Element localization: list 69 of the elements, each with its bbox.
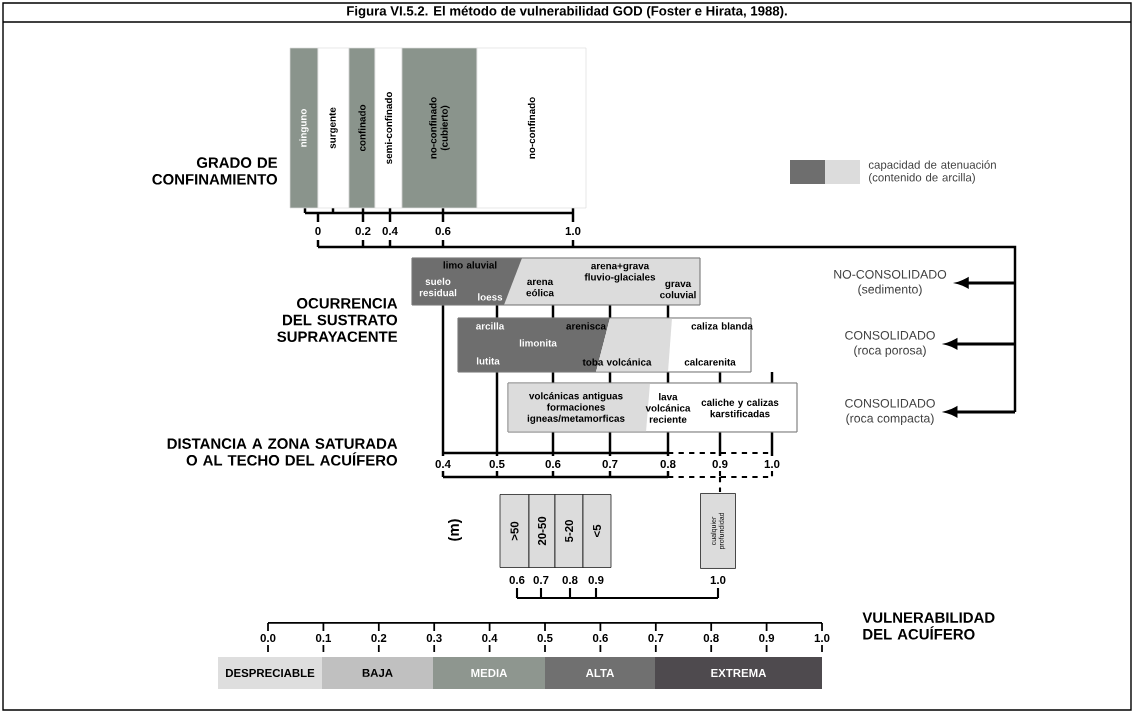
rock-label: arena eólica xyxy=(526,279,554,297)
category-cell: semi-confinado xyxy=(374,47,403,209)
tick-label: 0.2 xyxy=(354,225,372,237)
rock-label: caliche y calizas karstificadas xyxy=(701,398,779,418)
rock-label: grava coluvial xyxy=(660,281,696,299)
tick-label: 0.4 xyxy=(381,225,399,237)
title-bar: Figura VI.5.2. El método de vulnerabilidad GOD (Foster e Hirata, 1988). xyxy=(2,5,1132,23)
axis-title: VULNERABILIDAD DEL ACUÍFERO xyxy=(862,612,995,640)
tick-label: 0.4 xyxy=(480,632,499,644)
rock-label: lava volcánica reciente xyxy=(645,393,691,423)
section-heading: DISTANCIA A ZONA SATURADA O AL TECHO DEL ACUÍFERO xyxy=(167,438,398,466)
rock-label: arenisca xyxy=(566,322,607,330)
arrow xyxy=(945,406,1015,418)
rock-label: calcarenita xyxy=(684,358,736,366)
arrow xyxy=(945,338,1015,350)
tick-label: 1.0 xyxy=(564,225,582,237)
tick-label: 0.6 xyxy=(544,458,562,470)
class-band: BAJA xyxy=(322,657,433,689)
tick-label: 0.7 xyxy=(601,458,619,470)
class-band: DESPRECIABLE xyxy=(218,657,322,689)
tick-label: 0.8 xyxy=(659,458,677,470)
rock-label: volcánicas antiguas formaciones igneas/metamorficas xyxy=(527,392,625,424)
category-label: CONSOLIDADO (roca compacta) xyxy=(845,398,935,426)
tick-label: 0.5 xyxy=(536,632,554,644)
rock-label: caliza blanda xyxy=(691,322,753,330)
tick-label: 0.6 xyxy=(591,632,610,644)
tick-label: 1.0 xyxy=(813,632,831,644)
class-band: ALTA xyxy=(545,657,655,689)
rock-label: loess xyxy=(478,293,503,301)
tick-label: 0.9 xyxy=(711,458,729,470)
depth-box: 20-50 xyxy=(528,494,556,568)
category-label: CONSOLIDADO (roca porosa) xyxy=(845,330,935,358)
tick-label: 0.1 xyxy=(314,632,333,644)
rock-label: limonita xyxy=(519,339,557,347)
category-cell: surgente xyxy=(317,47,350,209)
category-cell: no-confinado (cubierto) xyxy=(401,47,478,209)
tick-label: 0.6 xyxy=(508,574,526,586)
tick-label: 0.8 xyxy=(702,632,721,644)
category-cell: confinado xyxy=(348,47,376,209)
tick-label: 0.0 xyxy=(259,632,277,644)
rock-label: arena+grava fluvio-glaciales xyxy=(584,263,656,283)
tick-label: 0.7 xyxy=(646,632,665,644)
tick-label: 0.5 xyxy=(488,458,506,470)
tick-label: 1.0 xyxy=(763,458,781,470)
section-heading: GRADO DE CONFINAMIENTO xyxy=(152,157,278,185)
depth-box: <5 xyxy=(582,494,612,568)
tick-label: 0.9 xyxy=(587,574,605,586)
category-label: NO-CONSOLIDADO (sedimento) xyxy=(834,269,947,296)
category-cell: ninguno xyxy=(289,47,319,209)
rock-label: limo aluvial xyxy=(443,261,497,269)
category-cell: no-confinado xyxy=(476,47,587,209)
class-band: EXTREMA xyxy=(655,657,822,689)
tick-label: 0.9 xyxy=(757,632,776,644)
rock-label: arcilla xyxy=(476,322,505,330)
legend-text: capacidad de atenuación (contenido de arcilla) xyxy=(868,160,996,184)
class-band: MEDIA xyxy=(433,657,545,689)
tick-label: 0 xyxy=(313,225,323,237)
tick-label: 0.3 xyxy=(425,632,444,644)
rock-label: suelo residual xyxy=(419,277,457,297)
rock-label: lutita xyxy=(476,357,500,365)
tick-label: 0.4 xyxy=(434,458,452,470)
depth-box: 5-20 xyxy=(554,494,584,568)
section-heading: OCURRENCIA DEL SUSTRATO SUPRAYACENTE xyxy=(277,298,398,342)
unit-label: (m) xyxy=(448,519,462,541)
depth-box: >50 xyxy=(499,494,530,568)
tick-label: 0.6 xyxy=(434,225,452,237)
tick-label: 0.2 xyxy=(369,632,388,644)
tick-label: 0.7 xyxy=(532,574,550,586)
tick-label: 0.8 xyxy=(561,574,579,586)
